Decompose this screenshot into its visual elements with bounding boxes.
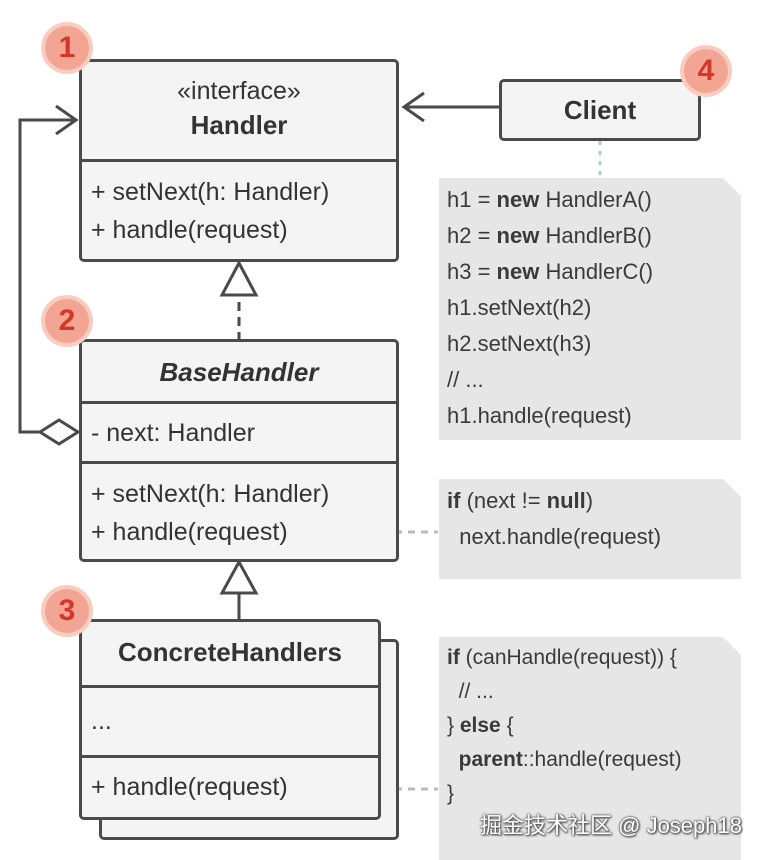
- concrete-handlers-box: ConcreteHandlers ... + handle(request): [79, 619, 381, 820]
- concrete-handlers-header: ConcreteHandlers: [82, 622, 378, 688]
- handler-title: Handler: [190, 110, 288, 140]
- aggregation-line: [18, 118, 76, 434]
- code-text: HandlerC(): [539, 259, 654, 284]
- code-text: // ...: [447, 680, 494, 703]
- step-badge-2: 2: [41, 295, 93, 347]
- code-text: h2.setNext(h3): [447, 331, 592, 356]
- concrete-handler-code-note: if (canHandle(request)) { // ...} else {…: [439, 637, 741, 860]
- realization-arrowhead: [219, 259, 259, 297]
- code-line: h2.setNext(h3): [447, 326, 733, 362]
- client-code-lines: h1 = new HandlerA()h2 = new HandlerB()h3…: [447, 182, 733, 434]
- code-line: h1 = new HandlerA(): [447, 182, 733, 218]
- client-association-arrowhead: [401, 91, 425, 123]
- handler-header: «interface» Handler: [82, 62, 396, 162]
- code-line: h2 = new HandlerB(): [447, 218, 733, 254]
- base-handler-code-note: if (next != null) next.handle(request): [439, 479, 741, 579]
- code-keyword: if: [447, 488, 461, 513]
- code-text: h1 =: [447, 187, 497, 212]
- base-handler-fields: - next: Handler: [82, 404, 396, 464]
- code-text: {: [500, 714, 514, 737]
- concrete-handlers-methods: + handle(request): [82, 758, 378, 806]
- base-handler-box: BaseHandler - next: Handler + setNext(h:…: [79, 339, 399, 562]
- concrete-handlers-method: + handle(request): [91, 773, 288, 801]
- code-text: // ...: [447, 367, 484, 392]
- base-handler-code-lines: if (next != null) next.handle(request): [447, 483, 733, 555]
- step-badge-1: 1: [41, 22, 93, 74]
- step-badge-3: 3: [41, 585, 93, 637]
- code-text: HandlerA(): [539, 187, 652, 212]
- code-line: // ...: [447, 675, 733, 709]
- concrete-handlers-field: ...: [91, 707, 112, 735]
- concrete-handler-code-lines: if (canHandle(request)) { // ...} else {…: [447, 641, 733, 811]
- code-text: next.handle(request): [447, 524, 662, 549]
- client-code-note: h1 = new HandlerA()h2 = new HandlerB()h3…: [439, 178, 741, 440]
- base-handler-methods: + setNext(h: Handler) + handle(request): [82, 464, 396, 551]
- code-line: }: [447, 777, 733, 811]
- code-line: h1.setNext(h2): [447, 290, 733, 326]
- base-handler-field: - next: Handler: [91, 419, 255, 447]
- code-text: (next !=: [460, 488, 547, 513]
- code-text: [447, 748, 459, 771]
- aggregation-diamond: [37, 418, 81, 446]
- handler-stereotype: «interface»: [177, 77, 301, 105]
- handler-methods: + setNext(h: Handler) + handle(request): [82, 162, 396, 249]
- inheritance-arrowhead: [219, 558, 259, 595]
- code-line: h1.handle(request): [447, 398, 733, 434]
- code-text: h3 =: [447, 259, 497, 284]
- handler-method: + setNext(h: Handler): [91, 178, 330, 206]
- handler-method: + handle(request): [91, 216, 288, 244]
- client-title: Client: [563, 95, 637, 125]
- code-line: parent::handle(request): [447, 743, 733, 777]
- code-keyword: new: [496, 187, 540, 212]
- code-keyword: if: [447, 646, 460, 669]
- code-text: ::handle(request): [522, 748, 682, 771]
- handler-interface-box: «interface» Handler + setNext(h: Handler…: [79, 59, 399, 262]
- code-text: ): [585, 488, 594, 513]
- base-handler-method: + setNext(h: Handler): [91, 480, 330, 508]
- client-box: Client: [499, 79, 701, 141]
- code-line: if (canHandle(request)) {: [447, 641, 733, 675]
- concrete-handlers-fields: ...: [82, 688, 378, 758]
- code-text: h1.handle(request): [447, 403, 632, 428]
- code-text: h2 =: [447, 223, 497, 248]
- code-text: (canHandle(request)) {: [459, 646, 677, 669]
- base-handler-header: BaseHandler: [82, 342, 396, 404]
- code-keyword: else: [459, 714, 501, 737]
- base-handler-method: + handle(request): [91, 518, 288, 546]
- code-keyword: null: [546, 488, 586, 513]
- base-handler-title: BaseHandler: [159, 357, 319, 387]
- watermark: 掘金技术社区 @ Joseph18: [480, 813, 742, 838]
- code-line: if (next != null): [447, 483, 733, 519]
- code-text: }: [447, 782, 455, 805]
- code-keyword: parent: [458, 748, 523, 771]
- code-text: h1.setNext(h2): [447, 295, 592, 320]
- code-keyword: new: [496, 223, 540, 248]
- step-badge-4: 4: [680, 45, 732, 97]
- code-keyword: new: [496, 259, 540, 284]
- code-line: h3 = new HandlerC(): [447, 254, 733, 290]
- code-text: HandlerB(): [539, 223, 652, 248]
- code-line: // ...: [447, 362, 733, 398]
- concrete-handlers-title: ConcreteHandlers: [118, 637, 342, 667]
- code-line: next.handle(request): [447, 519, 733, 555]
- aggregation-arrowhead: [55, 104, 79, 136]
- code-text: }: [447, 714, 460, 737]
- code-line: } else {: [447, 709, 733, 743]
